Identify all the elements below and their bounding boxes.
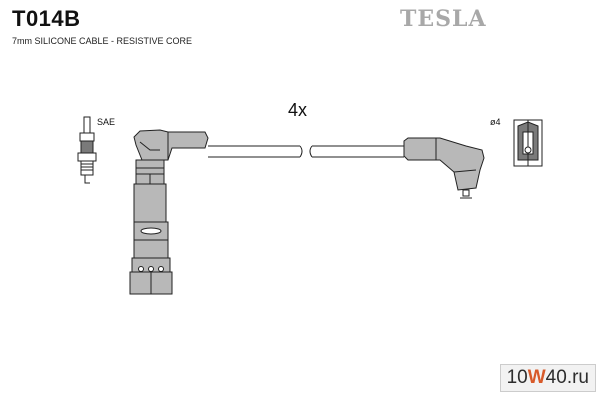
cable-spec-subtitle: 7mm SILICONE CABLE - RESISTIVE CORE: [12, 36, 193, 46]
brand-logo: TESLA: [400, 6, 487, 32]
distributor-boot: [403, 137, 485, 199]
ignition-cable: [208, 145, 404, 158]
quantity-label: 4x: [288, 100, 308, 120]
terminal-diameter-label: ø4: [490, 117, 501, 127]
spark-plug-type-label: SAE: [97, 117, 116, 127]
spark-plug-boot: [129, 129, 209, 295]
distributor-terminal-icon: [513, 119, 543, 167]
part-number: T014B: [12, 6, 81, 31]
spark-plug-icon: [77, 116, 97, 184]
